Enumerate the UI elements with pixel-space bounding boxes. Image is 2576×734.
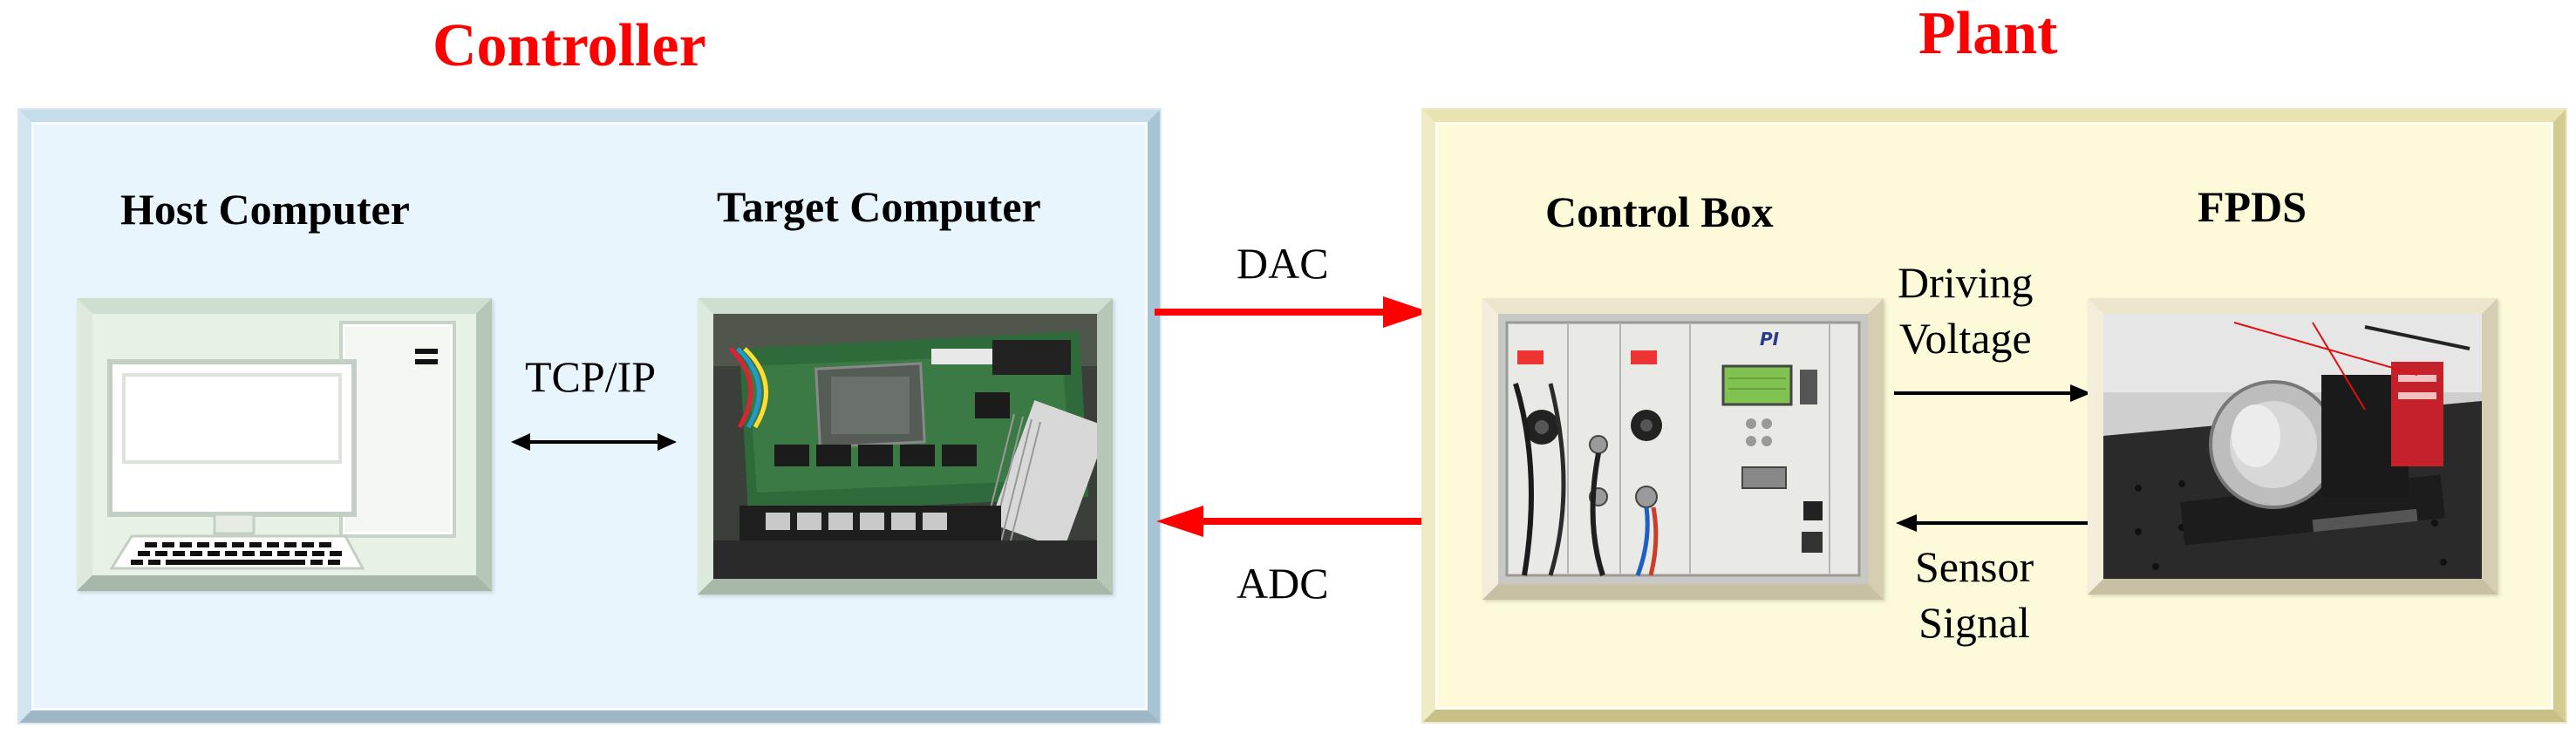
tcp-ip-double-arrow (511, 433, 677, 451)
driving-label-line2: Voltage (1898, 314, 2032, 363)
host-computer-label: Host Computer (120, 185, 410, 234)
adc-label: ADC (1237, 559, 1329, 608)
dac-arrow (1155, 296, 1430, 328)
host-computer-frame (77, 298, 492, 591)
controller-title: Controller (433, 12, 706, 79)
adc-arrow (1156, 506, 1432, 537)
fpds-frame (2088, 298, 2498, 595)
sensor-label-line1: Sensor (1915, 542, 2034, 591)
control-box-frame: PI (1482, 298, 1884, 600)
fpds-stage-photo (2103, 314, 2482, 579)
control-box-photo: PI (1498, 314, 1868, 584)
sensor-signal-label: Sensor Signal (1915, 539, 2034, 650)
sensor-label-line2: Signal (1918, 598, 2030, 647)
control-box-label: Control Box (1545, 187, 1774, 236)
pi-brand-text: PI (1760, 329, 1780, 350)
plant-title: Plant (1918, 0, 2058, 67)
target-computer-frame (698, 298, 1113, 595)
sensor-signal-arrow (1896, 514, 2093, 532)
dac-label: DAC (1237, 239, 1329, 288)
fpds-label: FPDS (2198, 182, 2307, 231)
driving-voltage-arrow (1894, 384, 2091, 402)
tcp-ip-label: TCP/IP (525, 352, 657, 401)
driving-label-line1: Driving (1898, 258, 2034, 307)
target-computer-label: Target Computer (717, 182, 1041, 231)
driving-voltage-label: Driving Voltage (1898, 255, 2034, 366)
computer-icon (107, 321, 456, 570)
circuit-board-photo (713, 314, 1097, 579)
